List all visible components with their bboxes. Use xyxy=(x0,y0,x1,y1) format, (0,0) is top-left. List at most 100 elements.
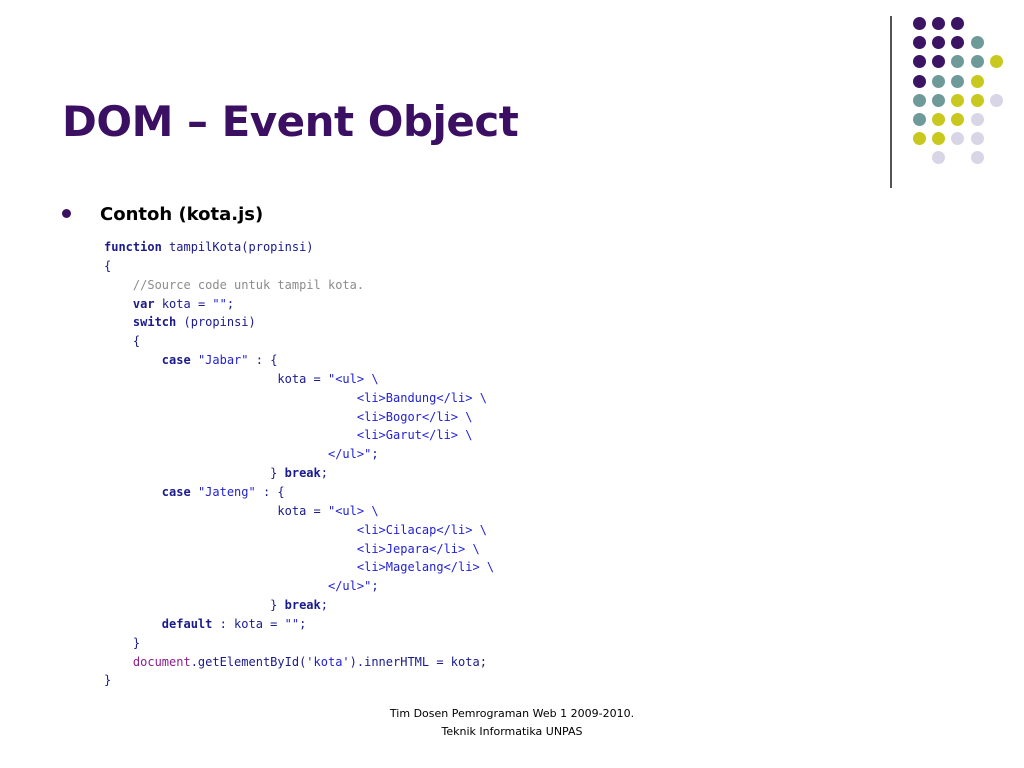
decorative-dot xyxy=(913,36,926,50)
code-token: </ul>" xyxy=(327,447,372,462)
code-token: case xyxy=(161,353,191,368)
code-token: } xyxy=(104,635,141,650)
code-token: : kota = xyxy=(212,616,285,631)
code-token: } xyxy=(104,466,285,481)
code-line: document.getElementById('kota').innerHTM… xyxy=(104,653,494,672)
code-token: ; xyxy=(320,466,328,481)
code-line: </ul>"; xyxy=(104,577,494,596)
code-token xyxy=(104,579,328,593)
footer-line-2: Teknik Informatika UNPAS xyxy=(441,725,583,738)
code-token xyxy=(104,655,133,669)
code-line: } break; xyxy=(104,464,494,483)
code-token: </ul>" xyxy=(327,579,372,594)
code-line: default : kota = ""; xyxy=(104,615,494,634)
code-line: <li>Garut</li> \ xyxy=(104,426,494,445)
code-token xyxy=(104,278,133,292)
decorative-dot xyxy=(970,132,984,146)
code-line: } xyxy=(104,634,494,653)
code-token: "<ul> \ xyxy=(327,503,379,518)
decorative-dot xyxy=(951,93,965,107)
code-token: "Jateng" xyxy=(197,484,256,499)
decorative-dot xyxy=(951,132,965,146)
decorative-dot xyxy=(951,17,965,30)
code-token: 'kota' xyxy=(306,654,350,669)
code-token xyxy=(104,560,357,574)
code-token xyxy=(104,410,357,424)
code-line: case "Jateng" : { xyxy=(104,483,494,502)
decorative-dot xyxy=(970,74,984,88)
slide-footer: Tim Dosen Pemrograman Web 1 2009-2010. T… xyxy=(360,705,664,741)
slide-title: DOM – Event Object xyxy=(62,97,519,146)
code-line: <li>Cilacap</li> \ xyxy=(104,521,494,540)
code-token: { xyxy=(104,258,112,273)
code-token: <li>Bandung</li> \ xyxy=(356,390,487,405)
code-line: kota = "<ul> \ xyxy=(104,502,494,521)
decorative-dot xyxy=(932,93,946,107)
code-token xyxy=(104,391,357,405)
decorative-dot xyxy=(970,55,984,69)
code-line: case "Jabar" : { xyxy=(104,351,494,370)
decorative-dot xyxy=(932,55,946,69)
footer-line-1: Tim Dosen Pemrograman Web 1 2009-2010. xyxy=(389,707,635,720)
decorative-dot xyxy=(951,36,965,50)
code-token: default xyxy=(161,616,213,631)
decorative-dot xyxy=(932,74,946,88)
code-line: //Source code untuk tampil kota. xyxy=(104,276,494,295)
decorative-dot xyxy=(913,93,926,107)
code-token: "Jabar" xyxy=(197,353,249,368)
code-token xyxy=(104,447,328,461)
code-token: function xyxy=(104,240,162,254)
code-token: tampilKota(propinsi) xyxy=(161,240,314,254)
code-token xyxy=(104,485,162,499)
code-token: <li>Jepara</li> \ xyxy=(356,541,480,556)
code-token: ; xyxy=(226,296,235,311)
code-token xyxy=(191,353,198,367)
code-token: ; xyxy=(320,598,328,613)
code-token xyxy=(104,542,357,556)
code-line: { xyxy=(104,332,494,351)
code-line: } xyxy=(104,671,494,690)
code-line: <li>Bogor</li> \ xyxy=(104,408,494,427)
code-token: <li>Bogor</li> \ xyxy=(356,409,473,424)
code-token: ; xyxy=(371,447,379,462)
decorative-dot xyxy=(932,36,946,50)
code-token: ).innerHTML = kota; xyxy=(349,654,487,669)
decorative-dot xyxy=(970,36,984,50)
decorative-dot xyxy=(951,113,965,126)
code-token xyxy=(104,617,162,631)
decorative-dot xyxy=(913,74,926,88)
code-line: function tampilKota(propinsi) xyxy=(104,238,494,257)
code-token: "<ul> \ xyxy=(327,371,379,386)
code-token: : { xyxy=(248,353,278,368)
code-token: ; xyxy=(371,579,379,594)
decorative-dot xyxy=(932,132,946,146)
decorative-dot xyxy=(913,17,926,30)
code-token: (propinsi) xyxy=(176,315,256,330)
code-token: case xyxy=(161,484,191,499)
code-token xyxy=(104,297,133,311)
code-line: } break; xyxy=(104,596,494,615)
code-token xyxy=(191,485,198,499)
code-token: <li>Cilacap</li> \ xyxy=(356,522,487,537)
code-token: "" xyxy=(284,616,300,631)
decorative-dot xyxy=(970,93,984,107)
code-token: kota = xyxy=(154,296,213,311)
decorative-dot xyxy=(913,113,926,126)
code-token: : { xyxy=(255,484,285,499)
decorative-dot xyxy=(932,17,946,30)
decorative-dot xyxy=(970,151,984,165)
code-line: kota = "<ul> \ xyxy=(104,370,494,389)
code-token: } xyxy=(104,673,112,688)
code-token: document xyxy=(132,654,191,669)
code-token: "" xyxy=(212,296,227,311)
decorative-dot xyxy=(951,74,965,88)
code-token xyxy=(104,315,133,329)
code-token: var xyxy=(132,296,155,311)
code-line: var kota = ""; xyxy=(104,295,494,314)
bullet-text: Contoh (kota.js) xyxy=(100,204,264,225)
code-line: { xyxy=(104,257,494,276)
code-token xyxy=(104,428,357,442)
code-token: .getElementById( xyxy=(190,654,307,669)
code-token: break xyxy=(284,466,321,481)
code-token: kota = xyxy=(104,503,328,518)
